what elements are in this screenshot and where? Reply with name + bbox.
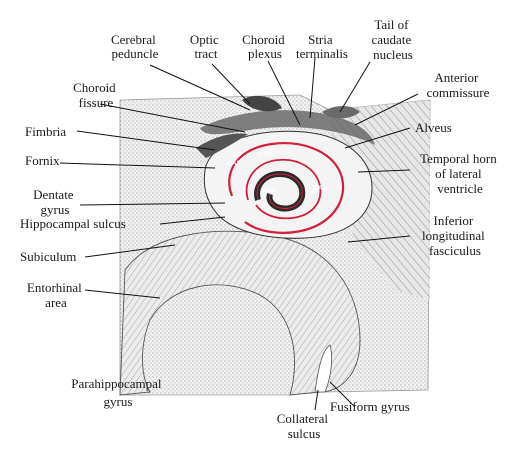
ca2-label: CA2 [258, 151, 271, 158]
label-parahippocampal-gyrus: Parahippocampal gyrus [71, 376, 165, 409]
label-choroid-fissure: Choroid fissure [73, 80, 119, 110]
label-tail-of-caudate-nucleus: Tail of caudate nucleus [372, 17, 415, 62]
label-fimbria: Fimbria [25, 124, 66, 139]
label-subiculum: Subiculum [20, 249, 76, 264]
leader-lines [59, 57, 419, 411]
label-hippocampal-sulcus: Hippocampal sulcus [20, 216, 126, 231]
ca3-label: CA3 [227, 160, 240, 167]
fimbria-shape [196, 133, 248, 158]
label-cerebral-peduncle: Cerebral peduncle [111, 32, 159, 61]
label-stria-terminalis: Stria terminalis [296, 32, 348, 61]
label-entorhinal-area: Entorhinal area [27, 280, 85, 310]
ca1-label: CA1 [313, 185, 326, 192]
ventricle-roof [200, 110, 375, 145]
fiber-tract-region [330, 100, 430, 300]
label-choroid-plexus: Choroid plexus [242, 32, 288, 61]
label-anterior-commissure: Anterior commissure [427, 70, 490, 100]
label-fornix: Fornix [25, 153, 60, 168]
labels: Cerebral peduncle Optic tract Choroid pl… [20, 17, 500, 441]
ca4-label: CA4 [262, 187, 275, 194]
label-fusiform-gyrus: Fusiform gyrus [330, 399, 410, 414]
collateral-sulcus-notch [314, 344, 333, 393]
optic-tract-shape [242, 95, 282, 112]
label-alveus: Alveus [415, 120, 452, 135]
label-collateral-sulcus: Collateral sulcus [277, 411, 332, 441]
ca-inner-outline [245, 158, 322, 220]
caudate-tail-shape [322, 106, 360, 119]
label-temporal-horn: Temporal horn of lateral ventricle [420, 151, 500, 196]
label-inferior-longitudinal-fasciculus: Inferior longitudinal fasciculus [422, 213, 488, 258]
dentate-spiral-core [256, 173, 303, 209]
label-dentate-gyrus: Dentate gyrus [33, 187, 77, 217]
label-optic-tract: Optic tract [190, 32, 222, 61]
ca-outline [228, 142, 345, 234]
